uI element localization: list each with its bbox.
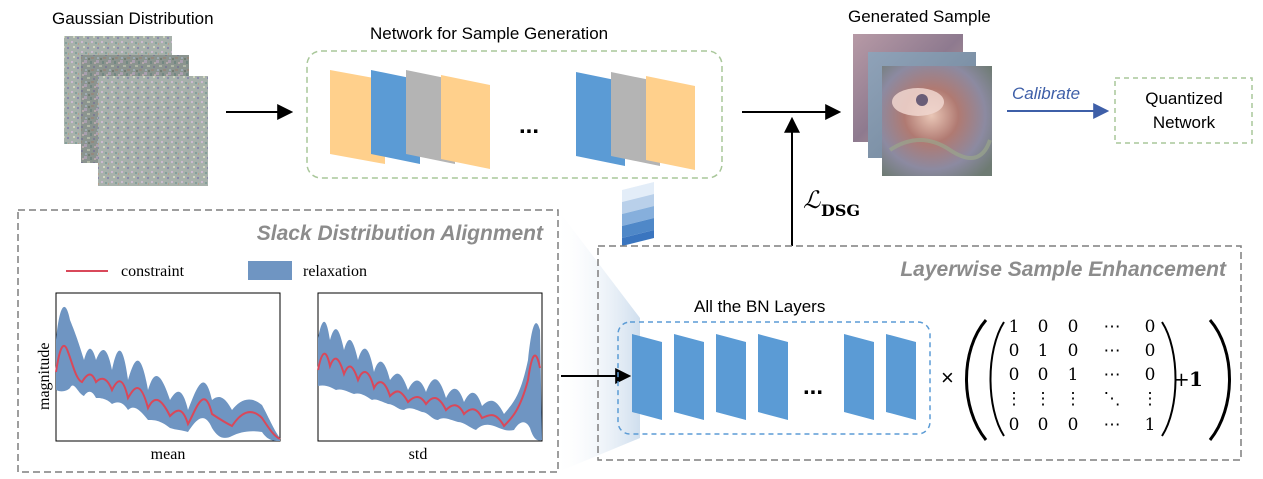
gaussian-label: Gaussian Distribution: [52, 9, 214, 28]
matrix-cell: ⋯: [1104, 365, 1121, 385]
bn-layers-label: All the BN Layers: [694, 297, 825, 316]
matrix-cell: 0: [1038, 317, 1049, 337]
plus-sign: +: [1173, 367, 1190, 391]
xlabel-mean: mean: [151, 446, 186, 463]
lse-box: [597, 245, 1242, 461]
matrix-cell: ⋯: [1104, 341, 1121, 361]
plot-mean: magnitude mean: [36, 292, 281, 463]
legend-constraint-label: constraint: [121, 263, 185, 280]
generated-sample-images: [853, 34, 992, 176]
matrix-cell: 1: [1068, 365, 1079, 385]
matrix-cell: ⋯: [1104, 317, 1121, 337]
matrix-cell: 1: [1038, 341, 1049, 361]
generator-layers: [330, 70, 695, 170]
mean-relaxation-band: [56, 306, 280, 441]
quantized-network-box: [1114, 77, 1253, 144]
generator-ellipsis: ...: [519, 112, 539, 139]
legend-relaxation-swatch: [248, 261, 292, 280]
matrix-cell: 0: [1068, 317, 1079, 337]
matrix-cell: 1: [1009, 317, 1020, 337]
sda-title: Slack Distribution Alignment: [257, 222, 544, 245]
matrix-cell: 0: [1009, 365, 1020, 385]
matrix-cell: 0: [1068, 341, 1079, 361]
legend: constraint relaxation: [66, 261, 367, 280]
xlabel-std: std: [409, 446, 428, 463]
inner-left-paren: [989, 321, 1005, 437]
quantized-label-line2: Network: [1153, 113, 1216, 132]
matrix-cell: 0: [1009, 415, 1020, 435]
loss-label: ℒ DSG: [803, 186, 860, 220]
loss-symbol: ℒ: [803, 186, 821, 214]
matrix-cell: 0: [1145, 341, 1156, 361]
matrix-cell: ⋱: [1104, 389, 1121, 409]
outer-right-paren: [1208, 319, 1231, 441]
matrix-cell: 1: [1145, 415, 1156, 435]
matrix-cell: ⋮: [1065, 389, 1082, 409]
zoom-beam: [558, 210, 640, 472]
mean-constraint-line: [55, 344, 281, 440]
generated-label: Generated Sample: [848, 7, 991, 26]
quantized-label-line1: Quantized: [1145, 89, 1223, 108]
lse-title: Layerwise Sample Enhancement: [900, 258, 1227, 281]
matrix-cell: ⋮: [1035, 389, 1052, 409]
matrix-cell: 0: [1038, 365, 1049, 385]
matrix-cell: ⋮: [1142, 389, 1159, 409]
bn-ellipsis: ...: [803, 373, 823, 400]
generator-network-box: [306, 50, 723, 179]
outer-left-paren: [965, 319, 988, 441]
times-symbol: ×: [941, 365, 954, 390]
sda-box: [17, 209, 559, 473]
bn-layers-box: [617, 321, 931, 435]
down-chevrons-icon: [622, 182, 654, 246]
matrix-cell: 0: [1038, 415, 1049, 435]
bold-one: 1: [1189, 367, 1203, 391]
std-relaxation-band: [318, 321, 542, 441]
network-label: Network for Sample Generation: [370, 24, 608, 43]
matrix-cell: 0: [1009, 341, 1020, 361]
std-constraint-line: [317, 352, 541, 428]
calibrate-label: Calibrate: [1012, 84, 1080, 103]
matrix-cell: ⋯: [1104, 415, 1121, 435]
legend-relaxation-label: relaxation: [303, 263, 367, 280]
noise-images: [64, 36, 208, 186]
matrix-cell: 0: [1145, 317, 1156, 337]
bn-layers: [632, 334, 916, 420]
matrix-cell: ⋮: [1006, 389, 1023, 409]
plot-std: std: [317, 292, 543, 463]
ylabel-magnitude: magnitude: [36, 342, 53, 410]
loss-subscript: DSG: [821, 201, 860, 220]
matrix-cell: 0: [1145, 365, 1156, 385]
matrix-cell: 0: [1068, 415, 1079, 435]
inner-right-paren: [1161, 321, 1177, 437]
